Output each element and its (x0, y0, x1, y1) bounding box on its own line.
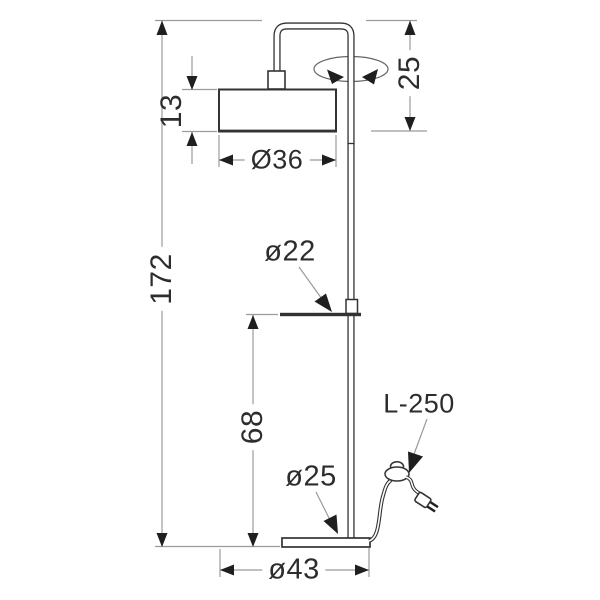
foot-switch-icon (384, 466, 410, 482)
leader-arrow-cable (408, 451, 423, 473)
dim-shelf-height: 68 (236, 403, 270, 451)
leader-arrow-pole (323, 514, 338, 534)
leader-arrow-shelf (314, 293, 332, 312)
leader-cable-length (412, 418, 428, 458)
cord-assembly (368, 460, 439, 543)
dim-pole-diameter: ø25 (285, 460, 337, 493)
pole-coupler (345, 298, 359, 315)
dim-base-diameter: ø43 (262, 553, 326, 587)
lamp-body (218, 22, 371, 548)
dim-cable-length: L-250 (383, 388, 455, 419)
dim-shade-diameter: Ø36 (244, 144, 310, 176)
dim-total-height: 172 (145, 247, 179, 311)
dim-shelf-diameter: ø22 (264, 235, 316, 268)
lamp-socket (267, 70, 286, 90)
dim-head-drop: 25 (393, 49, 427, 97)
lamp-base (281, 537, 371, 548)
dimension-arrowheads (156, 20, 423, 576)
lamp-shade (218, 88, 337, 133)
plug-icon (414, 491, 439, 513)
lamp-shelf (280, 312, 361, 317)
dim-shade-height: 13 (155, 93, 188, 129)
